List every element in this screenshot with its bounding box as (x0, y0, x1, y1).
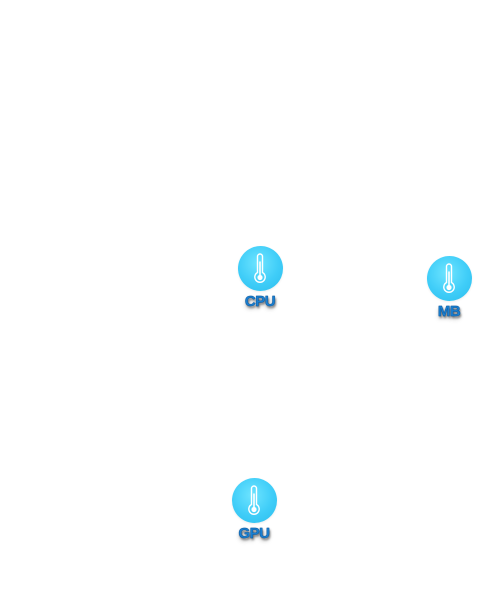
gpu-sensor-button[interactable] (231, 478, 277, 523)
thermometer-icon (253, 252, 267, 285)
thermometer-icon (442, 262, 456, 295)
sensor-mb[interactable]: MB (417, 256, 481, 319)
mb-sensor-button[interactable] (426, 256, 472, 301)
sensor-gpu[interactable]: GPU (222, 478, 286, 541)
mb-label: MB (437, 303, 461, 320)
gpu-label: GPU (238, 525, 270, 542)
cpu-sensor-button[interactable] (237, 246, 283, 291)
sensor-cpu[interactable]: CPU (228, 246, 292, 309)
cpu-label: CPU (244, 293, 276, 310)
thermometer-icon (247, 484, 261, 517)
